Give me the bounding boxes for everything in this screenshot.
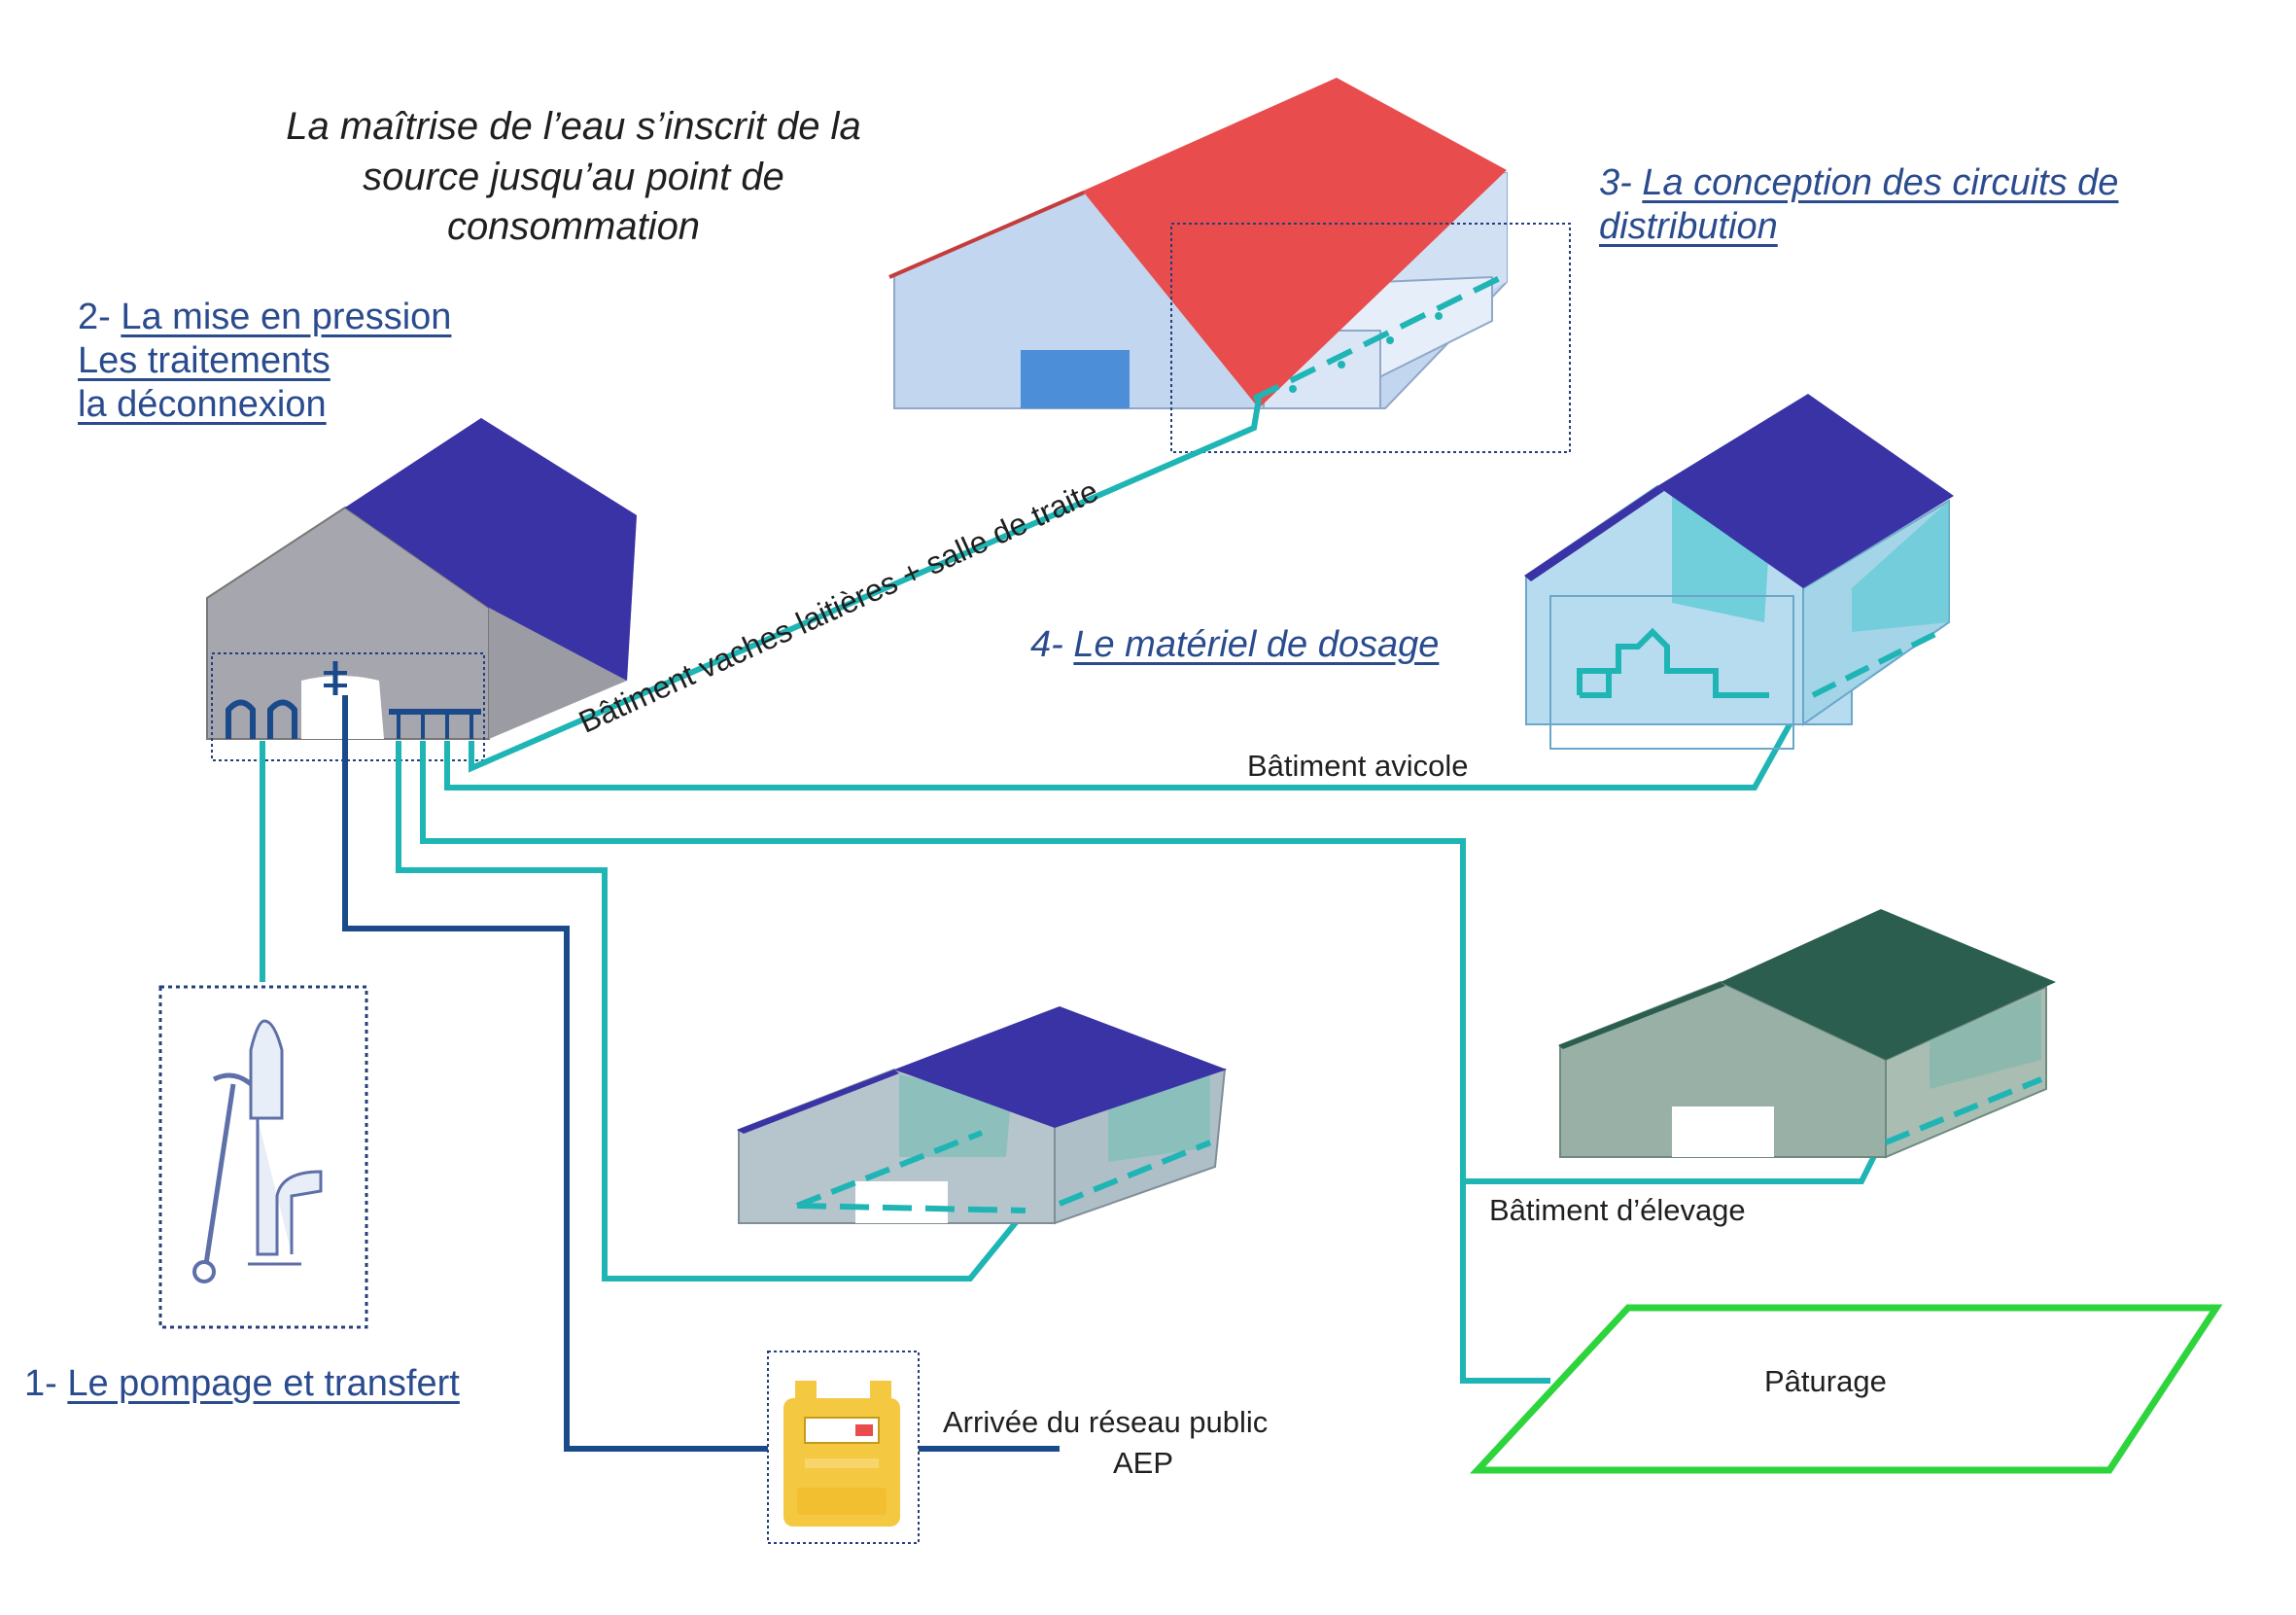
- dosing-frame: [1549, 595, 1794, 750]
- step-3-title: 3- La conception des circuits de: [1599, 162, 2119, 203]
- distribution-frame: [1170, 223, 1571, 453]
- pipe-public: [342, 695, 768, 1452]
- title-line-1: La maîtrise de l’eau s’inscrit de la: [286, 105, 861, 148]
- dairy-building: [888, 78, 1571, 453]
- step-2-title: 2- La mise en pression: [78, 297, 452, 337]
- step-1-link[interactable]: Le pompage et transfert: [67, 1363, 460, 1404]
- hand-pump-icon: [158, 985, 368, 1329]
- breeding-building: [1558, 909, 2056, 1159]
- public-network-label: Arrivée du réseau public: [943, 1405, 1269, 1439]
- treatment-house: [206, 418, 637, 761]
- step-4-title: 4- Le matériel de dosage: [1030, 624, 1440, 665]
- water-meter-icon: [767, 1351, 920, 1544]
- step-3-link[interactable]: La conception des circuits de: [1642, 162, 2119, 203]
- pipe-small-house: [396, 741, 1028, 1281]
- pasture-label: Pâturage: [1764, 1364, 1887, 1398]
- small-house: [737, 1006, 1227, 1225]
- poultry-building: [1524, 394, 1954, 750]
- step-2-link-disconnection[interactable]: la déconnexion: [78, 384, 327, 425]
- pipe-breeding: [420, 741, 1550, 1384]
- title-line-3: consommation: [446, 205, 701, 248]
- aep-label: AEP: [1113, 1446, 1174, 1480]
- step-3-link-2[interactable]: distribution: [1599, 206, 1778, 247]
- pipe-dairy: [469, 398, 1262, 773]
- breeding-building-label: Bâtiment d’élevage: [1489, 1193, 1746, 1227]
- pipes: [260, 398, 1884, 1452]
- title-line-2: source jusqu’au point de: [363, 156, 784, 198]
- step-2-link[interactable]: La mise en pression: [121, 297, 452, 337]
- poultry-building-label: Bâtiment avicole: [1247, 749, 1469, 783]
- step-4-link[interactable]: Le matériel de dosage: [1073, 624, 1440, 665]
- step-1-title: 1- Le pompage et transfert: [24, 1363, 460, 1404]
- pipe-poultry: [444, 698, 1806, 790]
- step-2-link-treatments[interactable]: Les traitements: [78, 340, 330, 381]
- pasture-area: [1469, 1304, 2223, 1474]
